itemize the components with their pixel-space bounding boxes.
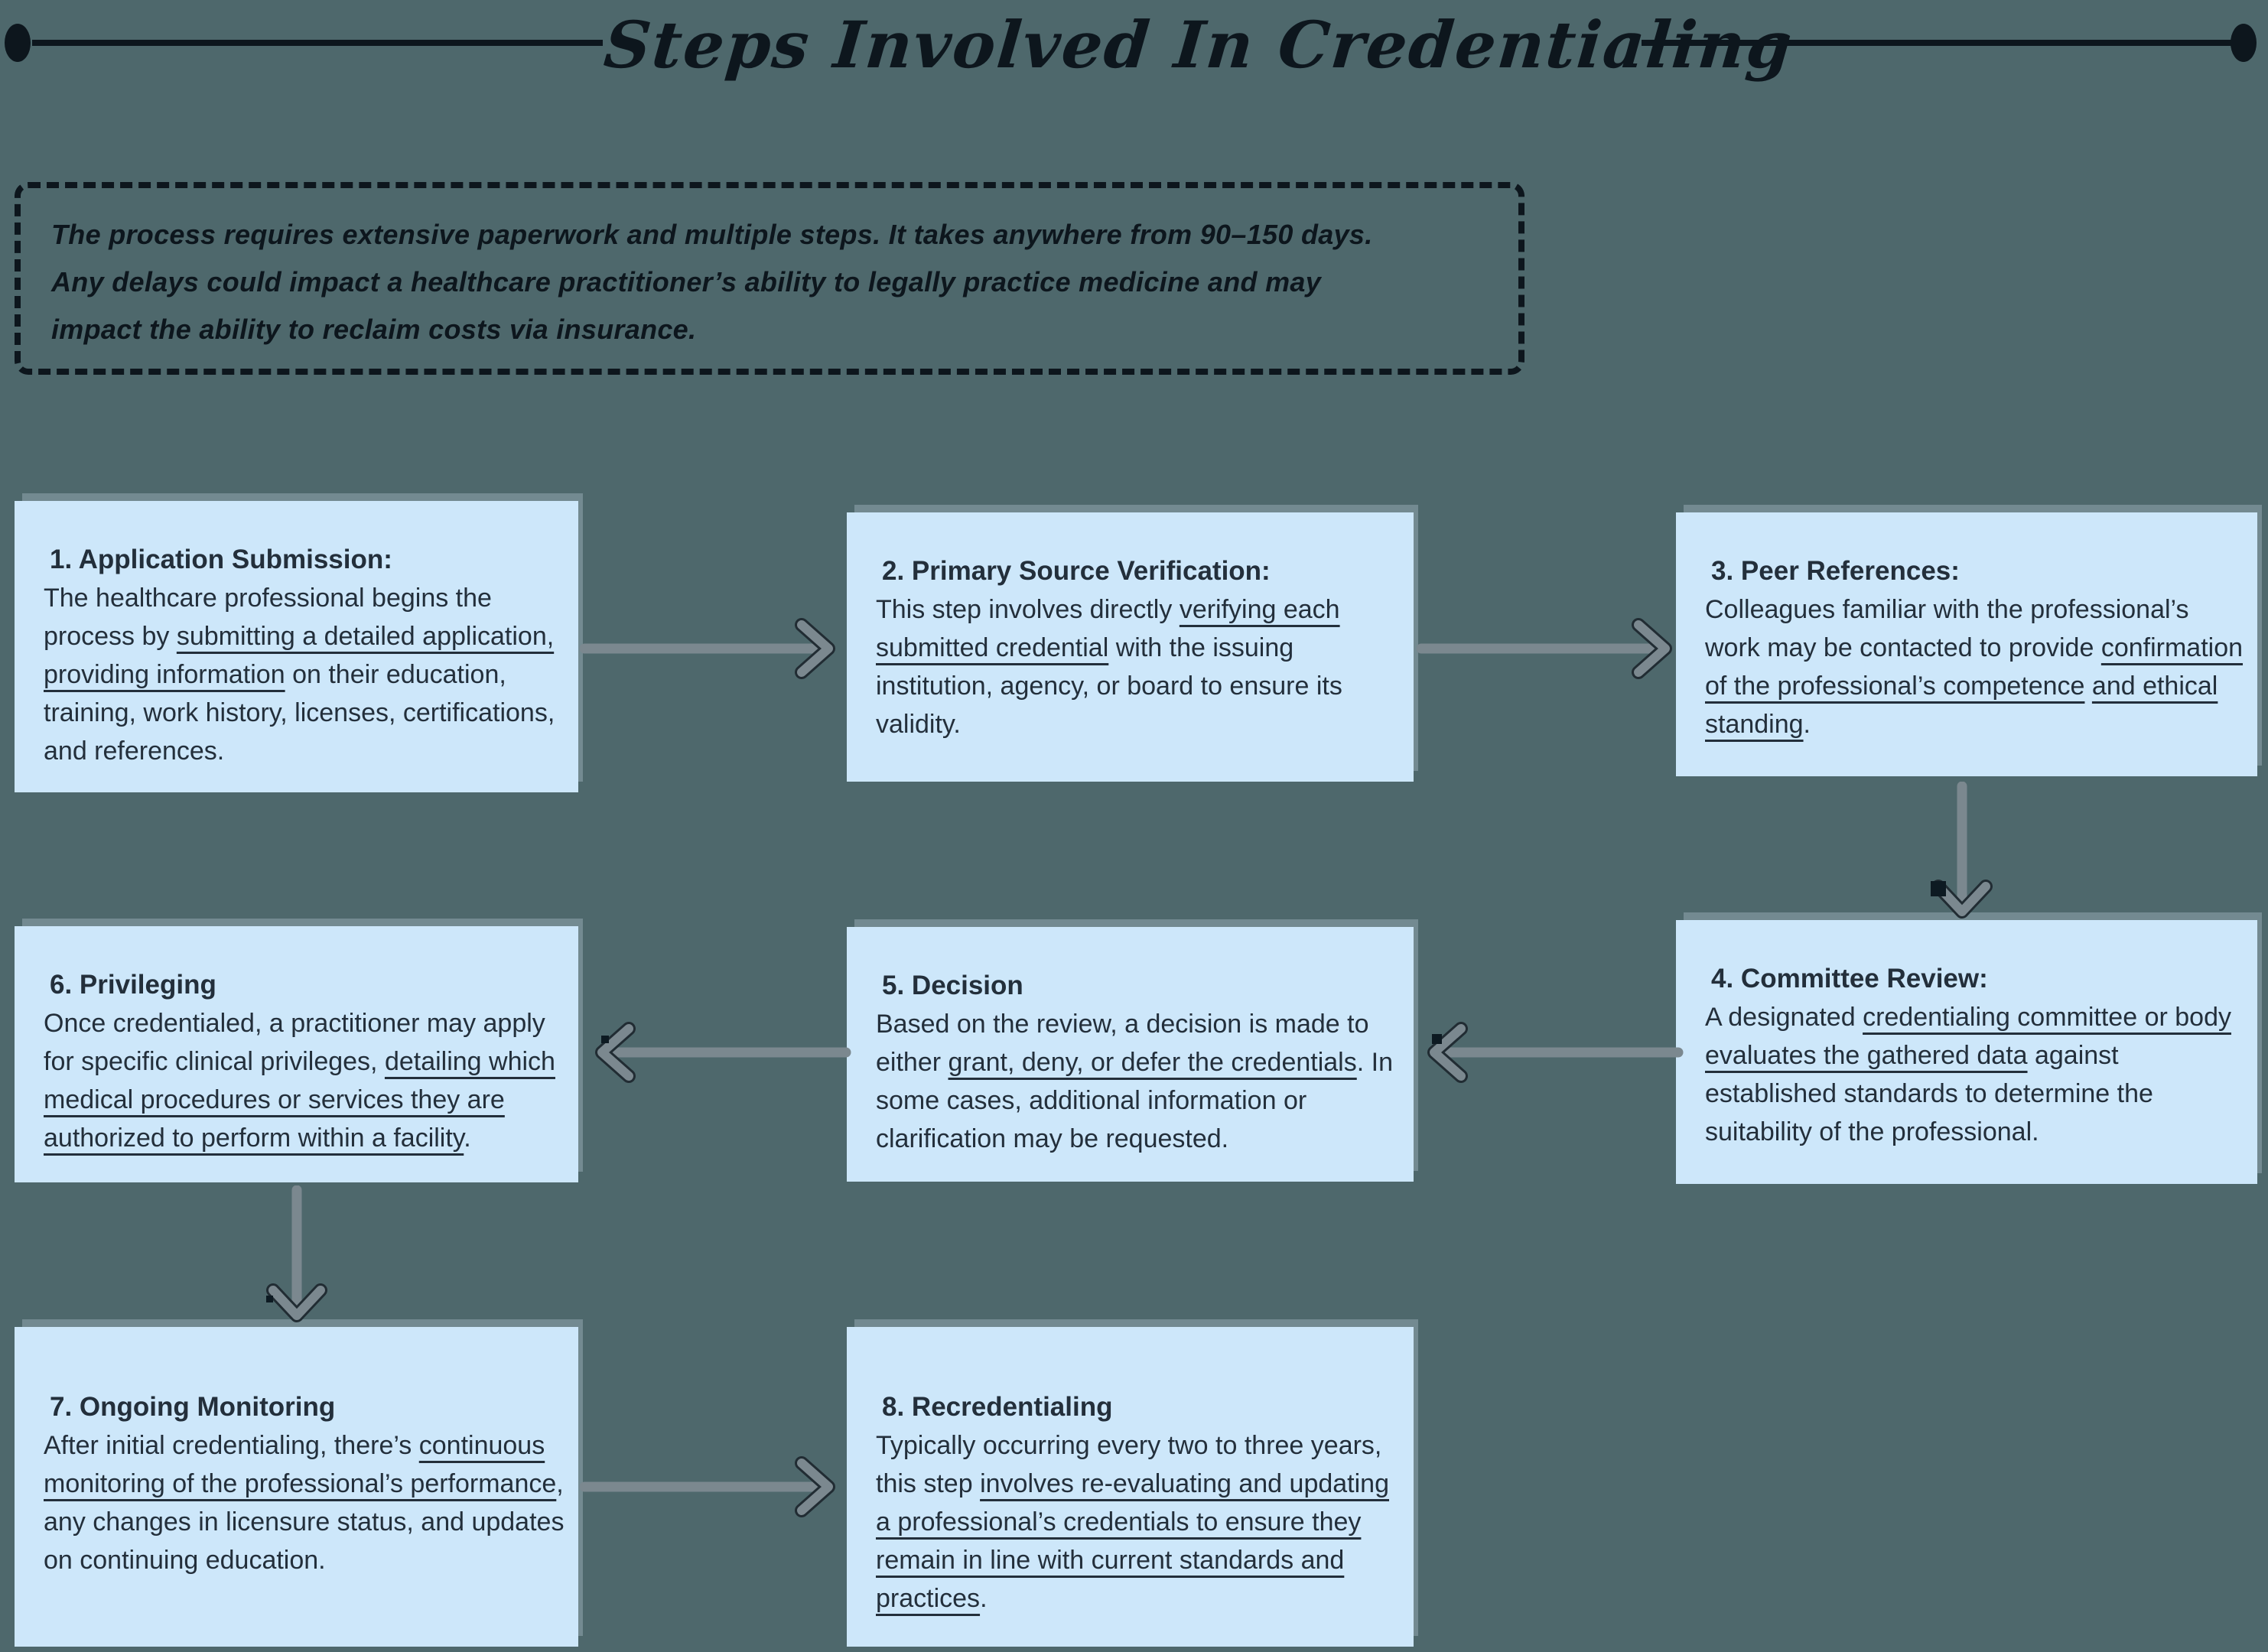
step-body: Colleagues familiar with the professiona… — [1705, 595, 2244, 739]
arrow-right-icon — [1416, 618, 1672, 679]
step-body: Once credentialed, a practitioner may ap… — [44, 1009, 555, 1153]
intro-line-1: The process requires extensive paperwork… — [51, 219, 1373, 250]
step-body: This step involves directly verifying ea… — [876, 595, 1342, 739]
title-left-rule — [32, 40, 603, 46]
intro-line-2: Any delays could impact a healthcare pra… — [51, 266, 1322, 298]
arrow-left-icon — [1427, 1022, 1684, 1083]
step-heading: 5. Decision — [882, 971, 1023, 1000]
sketch-speck — [601, 1036, 609, 1043]
sketch-speck — [1931, 881, 1946, 896]
title-left-end-dot — [5, 24, 31, 62]
step-heading: 6. Privileging — [50, 970, 216, 1000]
step-body: Based on the review, a decision is made … — [876, 1010, 1393, 1153]
step-body: The healthcare professional begins the p… — [44, 584, 555, 766]
step-box-committee-review: 4. Committee Review: A designated creden… — [1676, 920, 2257, 1184]
arrow-right-icon — [579, 1456, 835, 1517]
intro-note: The process requires extensive paperwork… — [15, 182, 1524, 375]
title-right-end-dot — [2231, 24, 2257, 62]
step-box-application-submission: 1. Application Submission: The healthcar… — [15, 501, 578, 792]
arrow-down-icon — [266, 1185, 327, 1322]
title-right-rule — [1642, 40, 2232, 46]
step-body: After initial credentialing, there’s con… — [44, 1431, 565, 1575]
arrow-left-icon — [595, 1022, 851, 1083]
step-body: A designated credentialing committee or … — [1705, 1003, 2231, 1146]
step-box-peer-references: 3. Peer References: Colleagues familiar … — [1676, 512, 2257, 776]
sketch-speck — [1432, 1034, 1442, 1044]
step-box-recredentialing: 8. Recredentialing Typically occurring e… — [847, 1327, 1414, 1647]
step-box-decision: 5. Decision Based on the review, a decis… — [847, 927, 1414, 1182]
page-title: Steps Involved In Credentialing — [600, 7, 1797, 83]
step-body: Typically occurring every two to three y… — [876, 1431, 1389, 1613]
step-heading: 3. Peer References: — [1711, 556, 1960, 586]
step-heading: 1. Application Submission: — [50, 545, 392, 574]
step-box-privileging: 6. Privileging Once credentialed, a prac… — [15, 926, 578, 1182]
step-box-primary-source-verification: 2. Primary Source Verification: This ste… — [847, 512, 1414, 782]
sketch-speck — [266, 1296, 273, 1302]
step-heading: 4. Committee Review: — [1711, 964, 1988, 993]
arrow-right-icon — [579, 618, 835, 679]
step-box-ongoing-monitoring: 7. Ongoing Monitoring After initial cred… — [15, 1327, 578, 1647]
step-heading: 2. Primary Source Verification: — [882, 556, 1271, 586]
arrow-down-icon — [1931, 782, 1993, 919]
step-heading: 8. Recredentialing — [882, 1392, 1113, 1422]
step-heading: 7. Ongoing Monitoring — [50, 1392, 336, 1422]
intro-line-3: impact the ability to reclaim costs via … — [51, 314, 697, 345]
